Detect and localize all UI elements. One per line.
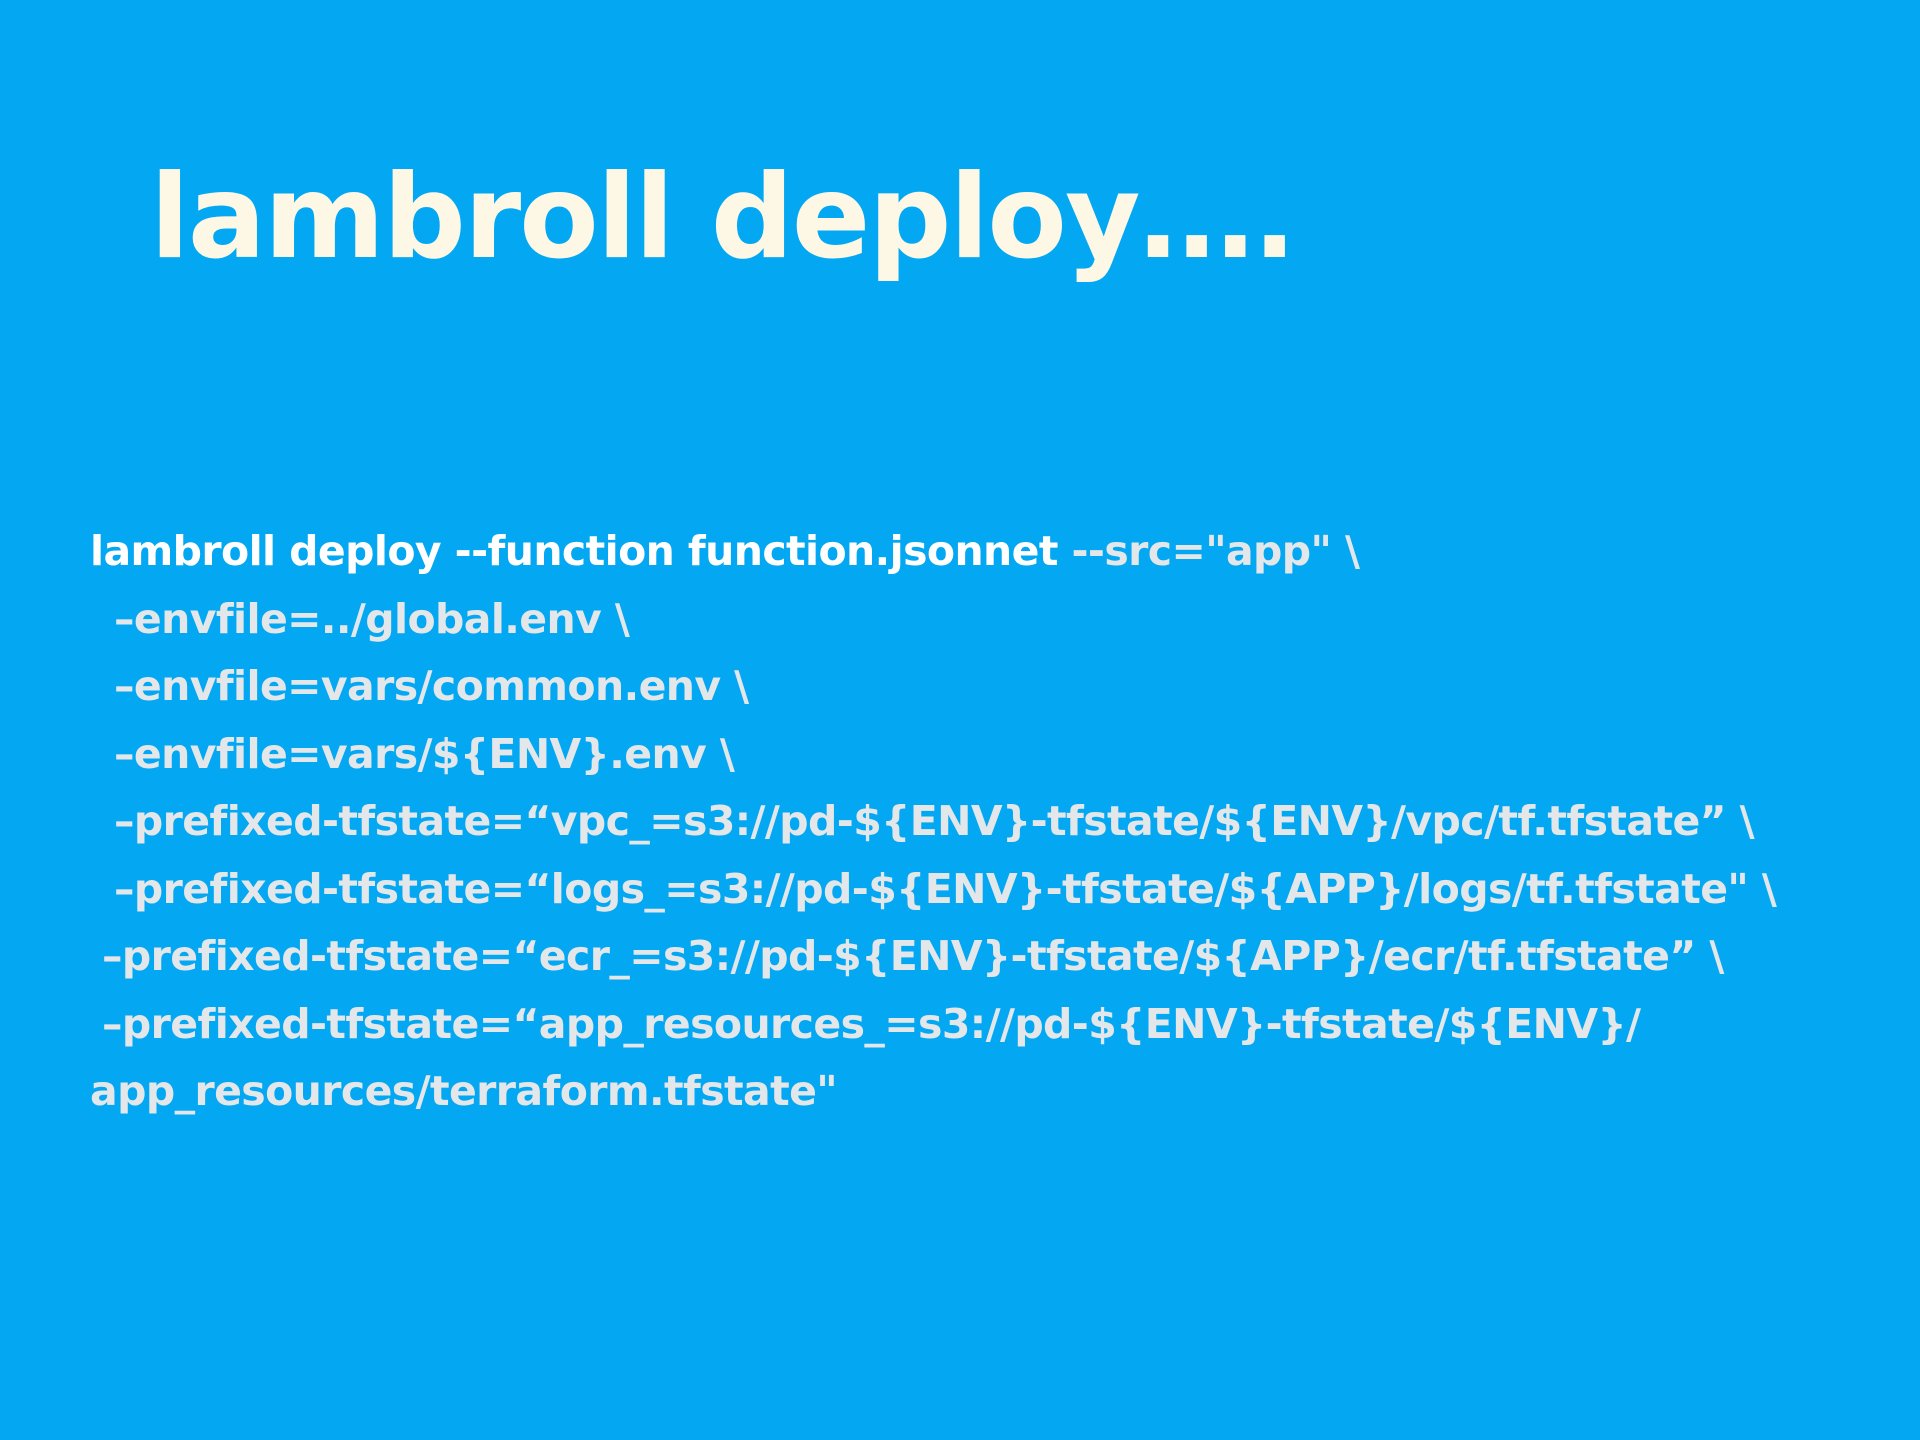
command-block: lambroll deploy --function function.json… xyxy=(90,518,1890,1126)
command-name: lambroll deploy --function function.json… xyxy=(90,527,1058,575)
command-line: lambroll deploy --function function.json… xyxy=(90,518,1890,586)
command-line: –envfile=vars/common.env \ xyxy=(114,662,749,710)
command-args: --src="app" \ xyxy=(1057,527,1360,575)
command-line: –envfile=vars/${ENV}.env \ xyxy=(114,729,735,778)
command-line: –prefixed-tfstate=“vpc_=s3://pd-${ENV}-t… xyxy=(114,797,1755,845)
command-line: app_resources/terraform.tfstate" xyxy=(90,1067,838,1115)
command-line: –envfile=../global.env \ xyxy=(114,594,630,643)
command-line: –prefixed-tfstate=“app_resources_=s3://p… xyxy=(102,999,1641,1048)
command-line: –prefixed-tfstate=“ecr_=s3://pd-${ENV}-t… xyxy=(102,932,1724,980)
command-line: –prefixed-tfstate=“logs_=s3://pd-${ENV}-… xyxy=(114,864,1777,913)
slide-title: lambroll deploy…. xyxy=(150,150,1297,285)
